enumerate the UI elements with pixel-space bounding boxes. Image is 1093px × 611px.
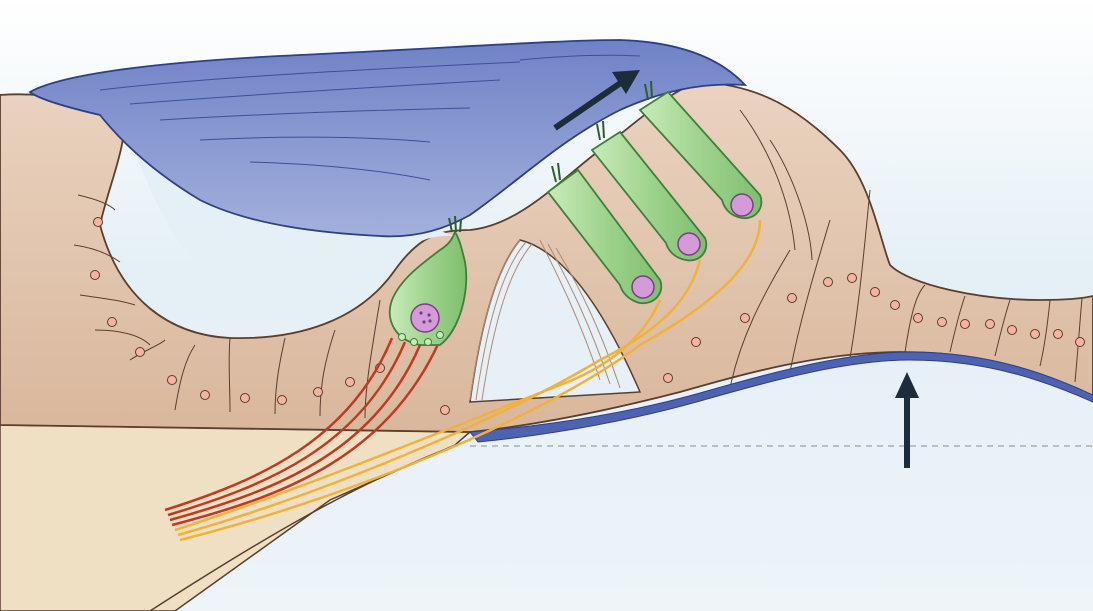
- inner-hair-cell-nucleus: [411, 304, 439, 332]
- outer-hair-cell-2-nucleus: [678, 233, 700, 255]
- outer-hair-cell-3-nucleus: [731, 194, 753, 216]
- outer-hair-cell-1-nucleus: [632, 276, 654, 298]
